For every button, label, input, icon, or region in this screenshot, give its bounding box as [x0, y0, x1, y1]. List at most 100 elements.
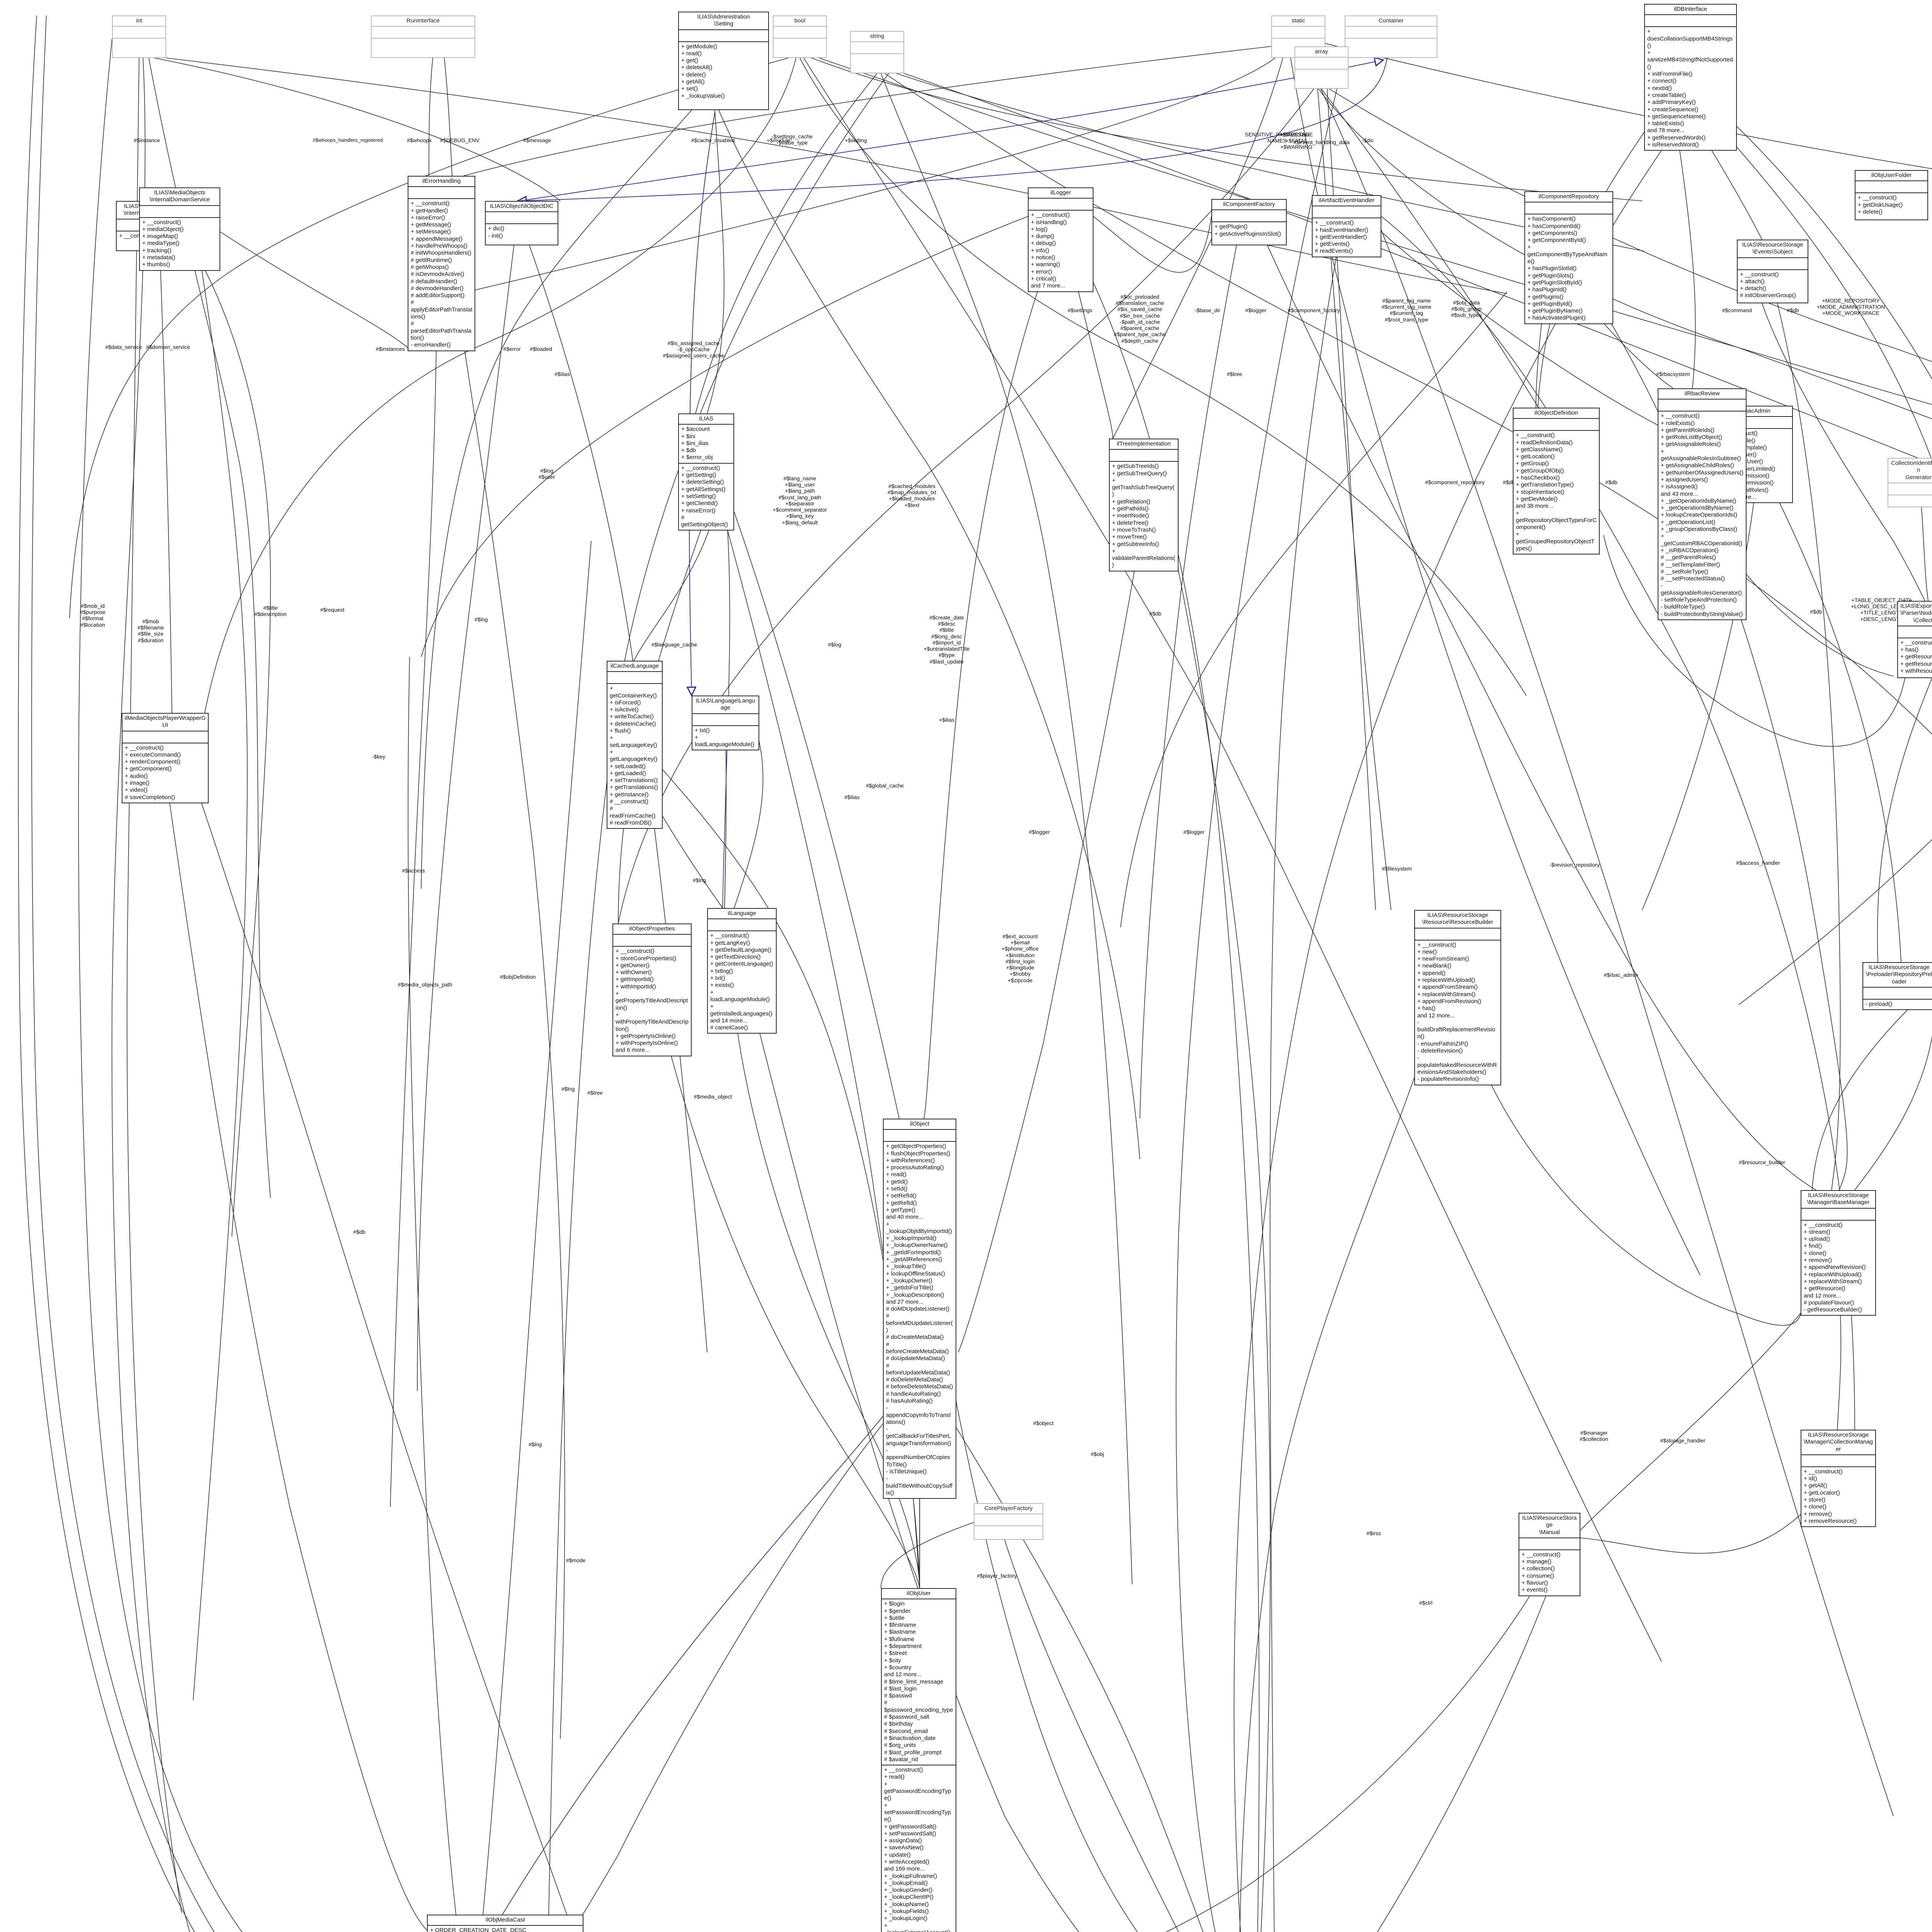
class-node[interactable]: bool — [773, 15, 827, 58]
class-node[interactable]: array — [1294, 46, 1349, 89]
class-operation: - populateRevisionInfo() — [1417, 1076, 1479, 1083]
class-operation: + __construct() — [142, 219, 181, 226]
class-node-attributes: + ORDER_CREATION_DATE_DESC+ VIEW_VCAST — [428, 1926, 583, 1932]
class-operation: # __getParentRoles() — [1661, 554, 1716, 561]
class-node-divider — [1295, 57, 1348, 58]
class-node-title: ilObjectProperties — [629, 925, 675, 932]
class-attribute: + $ini — [681, 433, 696, 440]
class-node-divider — [408, 186, 474, 187]
class-node[interactable]: ilDBInterface+ doesCollationSupportMB4St… — [1644, 4, 1737, 151]
class-node[interactable]: ILIAS\ResourceStorage \Manual+ __constru… — [1519, 1513, 1580, 1596]
class-operation: and 27 more... — [886, 1298, 923, 1305]
class-operation: + hasComponent() — [1527, 216, 1576, 223]
class-node[interactable]: ilObject+ getObjectProperties()+ flushOb… — [883, 1119, 956, 1499]
edge-label: #$access — [402, 867, 425, 874]
class-node[interactable]: ILIAS\ResourceStorage \Preloader\Reposit… — [1862, 962, 1932, 1010]
class-node[interactable]: ilErrorHandling+ __construct()+ getHandl… — [408, 176, 475, 351]
class-operation: # handleAutoRating() — [886, 1390, 941, 1397]
class-node[interactable]: ILIAS\ResourceStorage \Manager\BaseManag… — [1801, 1190, 1876, 1316]
class-operation: + writeToCache() — [610, 713, 654, 720]
class-node-divider — [851, 53, 903, 54]
class-operation: + getRefId() — [886, 1199, 917, 1206]
class-node[interactable]: ILIAS\Export\ImportHandler \Parser\NodeI… — [1897, 601, 1932, 678]
class-node[interactable]: ilRbacReview+ __construct()+ roleExists(… — [1658, 388, 1747, 620]
class-operation: + assignData() — [884, 1837, 922, 1844]
class-node-divider — [1519, 1537, 1580, 1538]
class-operation: + find() — [1804, 1243, 1822, 1250]
class-node[interactable]: int — [112, 15, 166, 58]
class-node[interactable]: ilObjUser+ $login+ $gender+ $utitle+ $fi… — [881, 1588, 956, 1932]
class-operation: + _lookupImportId() — [886, 1235, 937, 1242]
class-node[interactable]: ilMediaObjectsPlayerWrapperGUI+ __constr… — [122, 713, 209, 803]
class-node-divider — [1272, 38, 1325, 39]
class-operation: + _isRBACOperation() — [1661, 547, 1719, 554]
class-operation: + __construct() — [681, 464, 720, 471]
class-node[interactable]: ilObjectProperties+ __construct()+ store… — [612, 923, 692, 1056]
class-operation: + consume() — [1522, 1572, 1554, 1579]
edge-label: #$event_handling_data — [1293, 139, 1350, 145]
class-node[interactable]: ilComponentFactory+ getPlugin()+ getActi… — [1211, 199, 1287, 245]
class-attribute: # $password_salt — [884, 1714, 929, 1721]
class-node-attributes — [1345, 27, 1437, 38]
class-node-attributes — [372, 27, 474, 38]
class-operation: + moveToTrash() — [1112, 526, 1156, 533]
edge-label: #$ilias — [844, 794, 860, 800]
class-node-title: CorePlayerFactory — [984, 1505, 1033, 1512]
class-node[interactable]: ILIAS\Administration \Setting+ getModule… — [678, 12, 769, 110]
class-node[interactable]: ILIAS\Object\ilObjectDIC+ dic()- init() — [485, 201, 558, 245]
class-operation: + getOwner() — [616, 962, 650, 969]
class-node-operations: + __construct()+ getLangKey()+ getDefaul… — [708, 931, 776, 1033]
class-operation: # beforeMDUpdateListener() — [886, 1313, 953, 1334]
class-operation: + getLangKey() — [710, 939, 750, 946]
edge-label: #$is_assigned_cache -$_opsCache #$assign… — [663, 340, 724, 359]
class-node[interactable]: Container — [1345, 15, 1437, 58]
class-operation: + flush() — [610, 728, 631, 735]
edge-label: #$tree — [587, 1090, 603, 1096]
class-node[interactable]: ILIAS\ResourceStorage \Manager\Collectio… — [1801, 1430, 1876, 1527]
class-node-divider — [1801, 1208, 1875, 1209]
class-operation: - buildProtectionByStringValue() — [1661, 611, 1743, 617]
edge-label: #$logger — [1029, 829, 1050, 835]
class-node-operations: + __construct()+ getHandler()+ raiseErro… — [408, 199, 474, 350]
class-operation: + getSetting() — [681, 472, 716, 479]
class-operation: + dump() — [1031, 233, 1054, 240]
class-node[interactable]: ilObjUserFolder+ __construct()+ getDiskU… — [1855, 170, 1928, 220]
class-operation: # doMDUpdateListener() — [886, 1306, 950, 1313]
class-operation: + readDefinitionData() — [1516, 439, 1573, 446]
class-node[interactable]: CollectionIdentification Generator — [1888, 458, 1932, 507]
class-node-attributes — [1863, 988, 1932, 999]
class-node[interactable]: ilArtifactEventHandler+ __construct()+ h… — [1312, 195, 1381, 257]
class-node[interactable]: string — [850, 31, 904, 73]
class-node[interactable]: ILIAS\ResourceStorage \Events\Subject+ _… — [1737, 240, 1808, 303]
class-node[interactable]: ilObjectDefinition+ __construct()+ readD… — [1513, 408, 1600, 555]
class-node[interactable]: ILIAS\ResourceStorage \Resource\Resource… — [1414, 910, 1501, 1085]
edge-label: -$base_dir — [1194, 307, 1221, 313]
class-node[interactable]: ILIAS\MediaObjects \InternalDomainServic… — [139, 187, 220, 271]
class-operation: + processAutoRating() — [886, 1164, 944, 1171]
class-node[interactable]: ilComponentRepository+ hasComponent()+ h… — [1524, 191, 1613, 324]
class-operation: + __construct() — [616, 948, 655, 955]
class-node[interactable]: ILIAS\Language\Language+ txt()+ loadLang… — [692, 696, 759, 751]
class-node[interactable]: ilObjMediaCast+ ORDER_CREATION_DATE_DESC… — [427, 1915, 583, 1932]
class-node[interactable]: ilLanguage+ __construct()+ getLangKey()+… — [707, 908, 777, 1034]
class-operation: + flavour() — [1522, 1580, 1548, 1587]
class-operation: + detach() — [1740, 285, 1766, 292]
class-operation: + __construct() — [1858, 194, 1897, 201]
class-node[interactable]: ILIAS+ $account+ $ini+ $ini_ilias+ $db+ … — [678, 413, 734, 531]
class-operation: + isHandling() — [1031, 219, 1067, 226]
class-attribute: # $last_login — [884, 1685, 917, 1692]
class-operation: + error() — [1031, 268, 1052, 275]
class-operation: + getNumberOfAssignedUsers() — [1661, 469, 1743, 476]
class-node[interactable]: ilLogger+ __construct()+ isHandling()+ l… — [1028, 187, 1094, 292]
edge-label: +MODE_REPOSITORY +MODE_ADMINISTRATION +M… — [1816, 298, 1885, 316]
class-attribute: + $department — [884, 1643, 922, 1650]
class-attribute: and 12 more... — [884, 1671, 922, 1678]
class-node[interactable]: CorePlayerFactory — [974, 1503, 1043, 1540]
class-node[interactable]: RunInterface — [371, 15, 475, 58]
class-node[interactable]: ilCachedLanguage+ getContainerKey()+ isF… — [607, 661, 663, 829]
class-operation: + _getIdForImportId() — [886, 1249, 941, 1256]
class-operation: + getObjectProperties() — [886, 1143, 946, 1150]
edge-label: #$data_service — [105, 344, 142, 350]
class-node[interactable]: ilTreeImplementation+ getSubTreeIds()+ g… — [1109, 439, 1179, 571]
edge-label: #$db — [1605, 479, 1617, 485]
